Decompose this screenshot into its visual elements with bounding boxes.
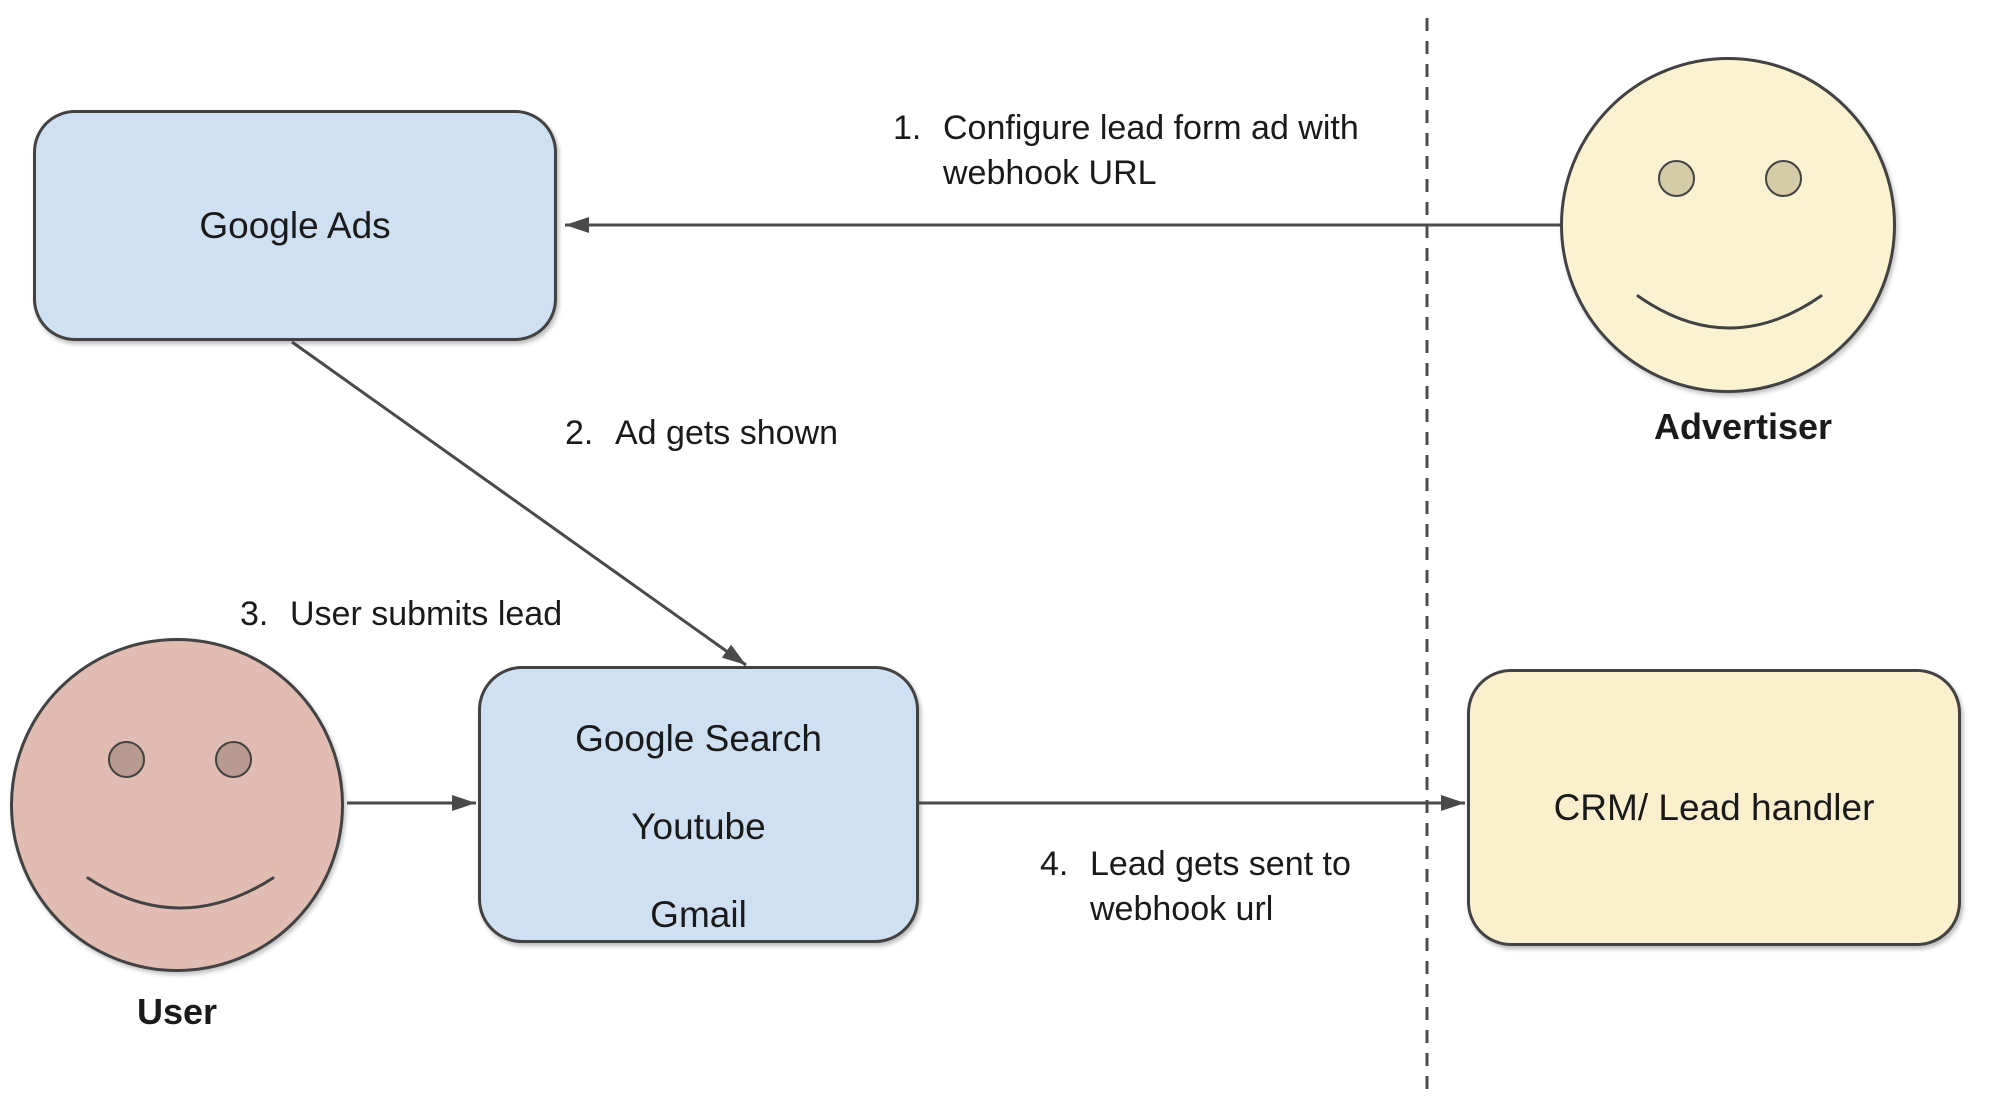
advertiser-right-eye-icon — [1765, 160, 1802, 197]
google-ads-node: Google Ads — [33, 110, 557, 341]
google-ads-label: Google Ads — [199, 204, 391, 246]
advertiser-label: Advertiser — [1653, 406, 1833, 447]
surface-youtube: Youtube — [631, 805, 766, 847]
surface-gmail: Gmail — [650, 893, 747, 935]
advertiser-smile-icon — [1636, 294, 1823, 330]
user-label: User — [136, 991, 218, 1032]
surface-google-search: Google Search — [575, 717, 822, 759]
user-left-eye-icon — [108, 741, 145, 778]
crm-lead-handler-node: CRM/ Lead handler — [1467, 669, 1961, 946]
step-2-number: 2. — [565, 414, 594, 452]
step-2-text: Ad gets shown — [615, 414, 839, 452]
user-right-eye-icon — [215, 741, 252, 778]
step-1-number: 1. — [893, 109, 922, 147]
crm-label: CRM/ Lead handler — [1553, 786, 1875, 828]
step-4-lead-sent-to-webhook: 4. Lead gets sent to webhook url — [1040, 842, 1351, 932]
step-1-text: Configure lead form ad with webhook URL — [943, 109, 1359, 192]
step-3-text: User submits lead — [290, 595, 563, 633]
user-face-icon — [10, 638, 344, 972]
step-4-text: Lead gets sent to webhook url — [1090, 845, 1351, 928]
google-surfaces-label: Google Search Youtube Gmail — [575, 673, 822, 937]
step-4-number: 4. — [1040, 845, 1069, 883]
user-smile-icon — [86, 876, 275, 910]
advertiser-face-icon — [1560, 57, 1896, 393]
arrow-ad-gets-shown — [291, 340, 747, 667]
step-1-configure-lead-form: 1. Configure lead form ad with webhook U… — [893, 106, 1359, 196]
advertiser-left-eye-icon — [1658, 160, 1695, 197]
step-2-ad-gets-shown: 2. Ad gets shown — [565, 411, 838, 456]
step-3-user-submits-lead: 3. User submits lead — [240, 592, 562, 637]
google-surfaces-node: Google Search Youtube Gmail — [478, 666, 919, 943]
step-3-number: 3. — [240, 595, 269, 633]
